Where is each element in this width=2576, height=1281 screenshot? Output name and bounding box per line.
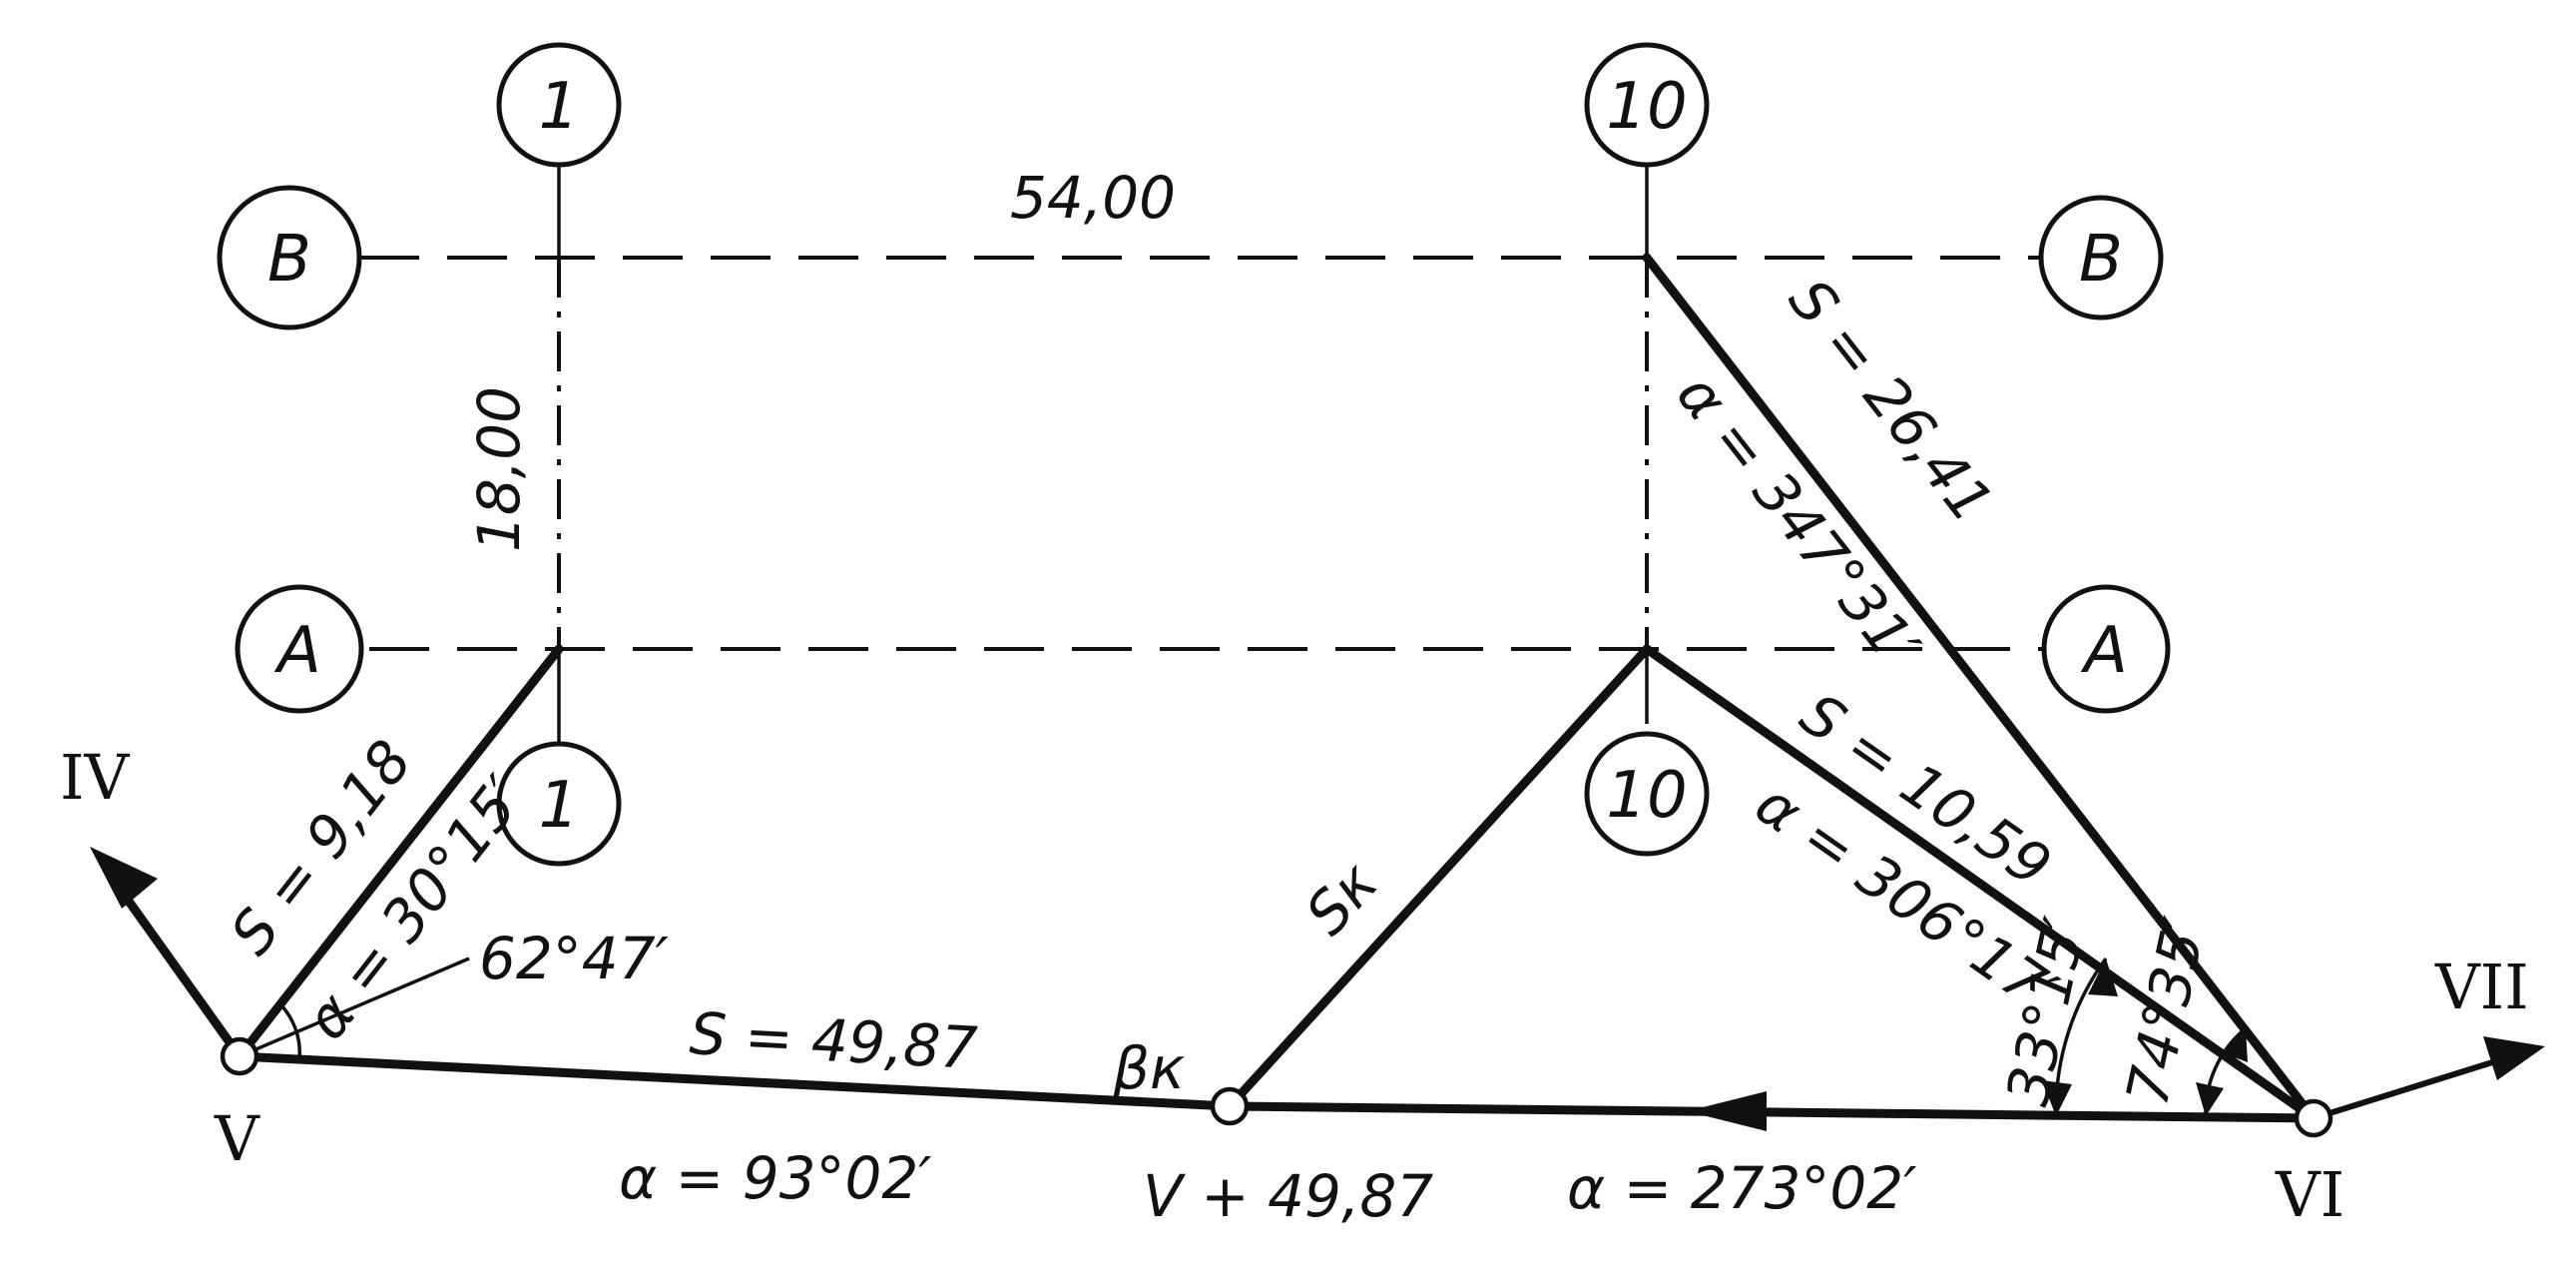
axis-label-10-top: 10: [1606, 70, 1687, 144]
axis-bubble-A-left: A: [235, 584, 364, 714]
angle-leader-V: [239, 957, 470, 1058]
traverse-line-VI-B10: [1642, 253, 2318, 1123]
station-marker-V: [220, 1036, 259, 1076]
label-S-V-Vplus: S = 49,87: [688, 999, 979, 1082]
axis-bubble-10-bottom: 10: [1584, 731, 1710, 857]
station-label-VII: VII: [2434, 951, 2529, 1023]
axis-label-1-top: 1: [539, 70, 580, 144]
axis-label-A-right: A: [2080, 614, 2128, 688]
axis-bubble-B-right: B: [2038, 195, 2164, 320]
angle-arrow-VI-74-bottom: [2196, 1082, 2224, 1116]
label-alpha-VI-V: α = 273°02′: [1567, 1154, 1916, 1222]
axis-bubble-A-right: A: [2041, 584, 2171, 714]
axis-label-A-left: A: [273, 614, 321, 688]
dimension-span-A-B: 18,00: [465, 386, 533, 552]
axis-bubble-10-top: 10: [1584, 42, 1710, 168]
angle-arc-V: [277, 1001, 301, 1059]
direction-line-V-IV: [115, 884, 245, 1061]
angle-arrow-VI-33-top: [2088, 959, 2118, 996]
traverse-line-VI-A10: [1642, 644, 2318, 1123]
label-angle-VI-74: 74°35′: [2113, 912, 2219, 1111]
axis-label-10-bottom: 10: [1606, 759, 1687, 833]
label-angle-V: 62°47′: [479, 925, 669, 992]
station-label-V: V: [214, 1102, 260, 1175]
label-S-k: Sк: [1292, 849, 1391, 948]
station-marker-Vplus: [1210, 1086, 1250, 1126]
angle-arrow-VI-74-top: [2222, 1028, 2248, 1062]
dimension-span-1-10: 54,00: [1010, 164, 1176, 232]
axis-bubble-1-bottom: 1: [496, 741, 622, 867]
arrow-head-alpha-273: [1687, 1091, 1767, 1131]
axis-label-B-left: B: [267, 223, 311, 297]
axis-label-B-right: B: [2079, 223, 2123, 297]
station-label-Vplus: V + 49,87: [1143, 1162, 1433, 1230]
station-label-IV: IV: [60, 741, 130, 814]
axis-label-1-bottom: 1: [539, 769, 580, 843]
angle-arrow-VI-33-bottom: [2042, 1080, 2072, 1116]
station-marker-VI: [2294, 1098, 2333, 1138]
line-Sk: [1225, 644, 1652, 1111]
direction-line-VI-VII: [2311, 1055, 2508, 1121]
arrow-head-VII: [2483, 1036, 2545, 1080]
axis-bubble-1-top: 1: [496, 42, 622, 168]
station-label-VI: VI: [2275, 1158, 2344, 1231]
traverse-line-Vplus-VI: [1225, 1101, 2318, 1123]
traverse-line-V-A1: [235, 644, 564, 1061]
axis-bubble-B-left: B: [217, 185, 362, 330]
traverse-line-V-Vplus: [235, 1051, 1235, 1111]
label-alpha-V-VI: α = 93°02′: [619, 1144, 931, 1212]
arrow-head-IV: [90, 847, 158, 909]
label-beta-k: βк: [1112, 1034, 1185, 1102]
